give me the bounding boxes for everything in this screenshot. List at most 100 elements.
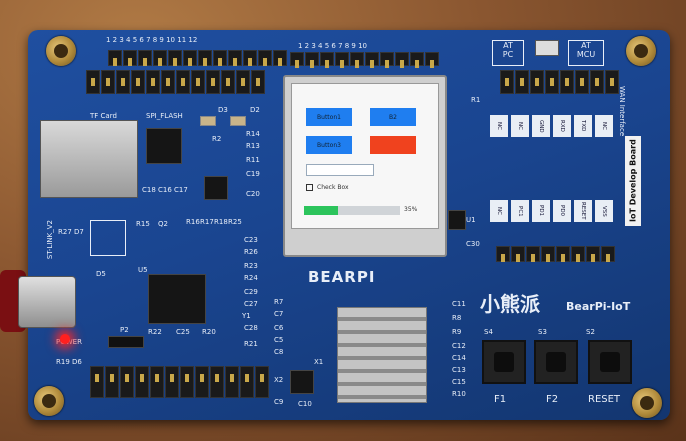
r10-label: R10 [452,390,466,398]
c28-label: C28 [244,324,258,332]
wan-pad: PD0 [553,200,571,222]
c16-label: C16 [158,186,172,194]
right-top-pin-header [500,70,619,94]
at-switch[interactable] [535,40,559,56]
d5-label: D5 [96,270,106,278]
r15-label: R15 [136,220,150,228]
wan-interface-label: WAN Interface [618,86,626,137]
wan-pad: NC [490,115,508,137]
lcd-screen[interactable]: Button1 B2 Button3 Check Box 35% [291,83,439,229]
c29-label: C29 [244,288,258,296]
top-mid-header-numbers: 1 2 3 4 5 6 7 8 9 10 [298,42,368,50]
r11-label: R11 [246,156,260,164]
r19-label: R19 [56,358,70,366]
r14-label: R14 [246,130,260,138]
s2-label: S2 [586,328,595,336]
wan-pad: RESET [574,200,592,222]
p2-pin-header [108,336,144,348]
r16-label: R16 [186,218,200,226]
x1-label: X1 [314,358,324,366]
wan-pad: PD1 [532,200,550,222]
s4-label: S4 [484,328,493,336]
stlink-label: ST-LINK_V2 [46,220,54,260]
checkbox-box[interactable] [306,184,313,191]
micro-usb-connector[interactable] [18,276,76,328]
r1-label: R1 [471,96,481,104]
wan-pad: GND [532,115,550,137]
lcd-module: Button1 B2 Button3 Check Box 35% [283,75,447,257]
tf-card-slot[interactable] [40,120,138,198]
lcd-button-3[interactable]: Button3 [306,136,352,154]
reset-button[interactable] [588,340,632,384]
lcd-button-2[interactable]: B2 [370,108,416,126]
c23-label: C23 [244,236,258,244]
smd-part [200,116,216,126]
lcd-textbox[interactable] [306,164,374,176]
c8-label: C8 [274,348,284,356]
u1-label: U1 [466,216,476,224]
f1-button[interactable] [482,340,526,384]
tf-card-label: TF Card [90,112,117,120]
spi-flash-chip [146,128,182,164]
c5-label: C5 [274,336,284,344]
right-mid-pin-header [496,246,615,262]
u5-label: U5 [138,266,148,274]
c11-label: C11 [452,300,466,308]
d7-label: D7 [74,228,84,236]
checkbox-label: Check Box [317,184,349,191]
c20-label: C20 [246,190,260,198]
wan-pad: PC1 [511,200,529,222]
brand-en: BearPi-IoT [566,300,631,313]
wan-pad: NC [595,115,613,137]
f2-button[interactable] [534,340,578,384]
x2-label: X2 [274,376,284,384]
c6-label: C6 [274,324,284,332]
x2-chip [290,370,314,394]
top-left-header-numbers: 1 2 3 4 5 6 7 8 9 10 11 12 [106,36,198,44]
r20-label: R20 [202,328,216,336]
lcd-button-1[interactable]: Button1 [306,108,352,126]
heatsink [337,307,427,403]
esd-warning-symbol [90,220,126,256]
wan-pad: NC [490,200,508,222]
c25-label: C25 [176,328,190,336]
lcd-progress-fill [304,206,338,215]
c10-label: C10 [298,400,312,408]
brand-cn: 小熊派 [480,292,540,316]
r25-label: R25 [228,218,242,226]
q2-label: Q2 [158,220,168,228]
c15-label: C15 [452,378,466,386]
d6-label: D6 [72,358,82,366]
top-mid-pin-header [290,52,439,68]
lcd-progress-label: 35% [404,206,418,213]
bearpi-logo: BEARPI [308,268,376,286]
power-led [60,334,70,344]
r24-label: R24 [244,274,258,282]
y1-label: Y1 [242,312,251,320]
c27-label: C27 [244,300,258,308]
top-left-socket-header [108,50,287,66]
reset-label: RESET [588,394,621,405]
p2-label: P2 [120,326,129,334]
lcd-checkbox[interactable]: Check Box [306,184,349,191]
c12-label: C12 [452,342,466,350]
r17-label: R17 [200,218,214,226]
stlink-mcu-chip [148,274,206,324]
c9-label: C9 [274,398,284,406]
wan-pad: VSS [595,200,613,222]
screw-top-right [626,36,656,66]
screw-top-left [46,36,76,66]
pcb-board: 1 2 3 4 5 6 7 8 9 10 11 12 1 2 3 4 5 6 7… [28,30,670,420]
c19-label: C19 [246,170,260,178]
lcd-button-4[interactable] [370,136,416,154]
d3-label: D3 [218,106,228,114]
iot-board-label: IoT Develop Board [625,136,641,226]
lcd-progress-bar [304,206,400,215]
r23-label: R23 [244,262,258,270]
r2-label: R2 [212,135,222,143]
wan-pad: RXD [553,115,571,137]
